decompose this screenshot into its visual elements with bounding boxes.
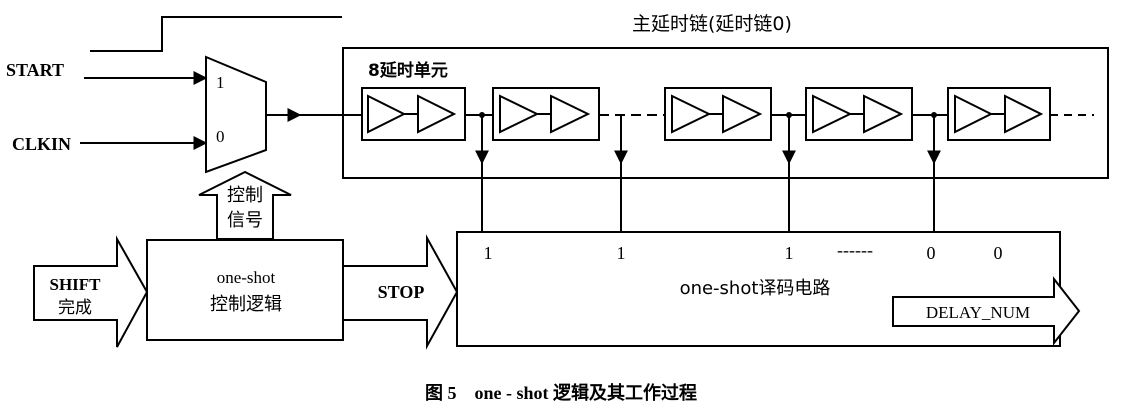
tap-ellipsis: ------: [837, 240, 873, 260]
mux: [205, 55, 267, 174]
control-signal-line-1: 控制: [227, 185, 263, 206]
delay-unit-1: [361, 87, 466, 141]
control-signal-arrow: [198, 170, 292, 240]
tap-line-4: [927, 112, 941, 232]
delay-unit-4: [805, 87, 913, 141]
delay-unit-3: [664, 87, 772, 141]
start-label: START: [6, 60, 64, 80]
start-waveform: [90, 16, 342, 52]
stop-arrow: [342, 234, 459, 350]
tap-value-1: 1: [484, 243, 493, 263]
clkin-label: CLKIN: [12, 134, 71, 154]
tap-value-2: 1: [617, 243, 626, 263]
mux-input-1: 1: [216, 73, 225, 92]
main-delay-chain-box: [342, 47, 1109, 179]
tap-value-4: 0: [927, 243, 936, 263]
unit-label: 8延时单元: [368, 60, 448, 81]
delay-num-label: DELAY_NUM: [926, 303, 1030, 322]
tap-line-1: [475, 112, 489, 232]
control-signal-line-2: 信号: [227, 210, 263, 231]
chain-title: 主延时链(延时链0): [632, 13, 792, 35]
shift-done-arrow: [33, 235, 149, 348]
oneshot-control-box: [146, 239, 344, 341]
oneshot-control-line-1: one-shot: [217, 268, 276, 287]
shift-done-line-2: 完成: [58, 298, 92, 318]
delay-unit-2: [492, 87, 600, 141]
tap-value-3: 1: [785, 243, 794, 263]
figure-caption: 图 5 one - shot 逻辑及其工作过程: [425, 382, 697, 403]
tap-value-5: 0: [994, 243, 1003, 263]
delay-num-arrow: [892, 276, 1081, 346]
delay-unit-5: [947, 87, 1051, 141]
stop-label: STOP: [378, 282, 425, 302]
decoder-title: one-shot译码电路: [680, 278, 831, 299]
oneshot-control-line-2: 控制逻辑: [210, 294, 282, 315]
shift-done-line-1: SHIFT: [49, 275, 101, 294]
tap-line-3: [782, 112, 796, 232]
mux-input-0: 0: [216, 127, 225, 146]
